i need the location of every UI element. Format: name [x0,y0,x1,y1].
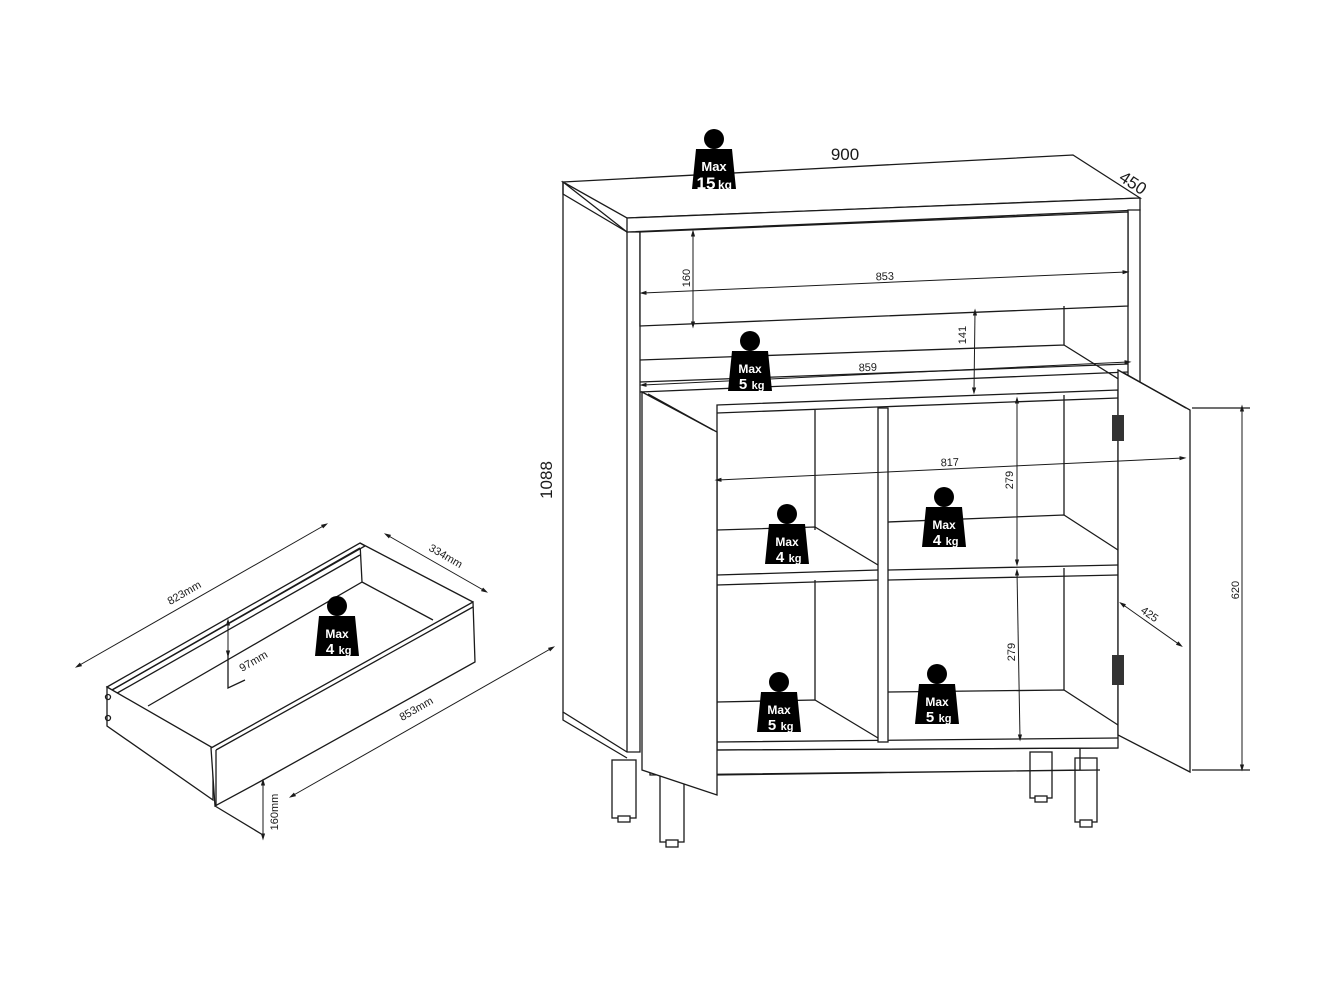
center-divider [877,407,889,743]
cabinet [560,154,1191,848]
svg-text:Max: Max [701,159,727,174]
weight-icon [728,331,772,391]
svg-text:5: 5 [926,709,934,726]
dim-drawer-height: 160 [681,269,693,287]
svg-text:kg: kg [946,536,959,548]
svg-text:4: 4 [933,532,942,549]
svg-text:kg: kg [789,553,802,565]
dim-drawer-front-height: 160mm [269,794,281,831]
weight-badge-upper-right: Max 4 kg [922,487,966,549]
svg-text:Max: Max [767,703,791,717]
right-door [1117,368,1191,774]
left-side-panel [562,180,641,753]
weight-badge-lower-left: Max 5 kg [757,672,801,734]
dim-drawer-width: 853 [875,271,894,284]
svg-text:4: 4 [776,549,785,566]
svg-text:Max: Max [325,627,349,641]
svg-text:15: 15 [697,174,716,193]
svg-text:Max: Max [925,695,949,709]
weight-badge-upper-left: Max 4 kg [765,504,809,566]
drawer-side-panel [106,685,214,802]
dim-lower-compartment-height: 279 [1006,643,1018,661]
svg-text:kg: kg [339,645,352,657]
svg-text:Max: Max [775,535,799,549]
drawer-front [639,211,1129,327]
dim-upper-compartment-height: 279 [1004,471,1016,489]
svg-text:5: 5 [768,717,776,734]
dim-niche-height: 141 [957,326,969,344]
dim-interior-width: 817 [940,457,959,470]
left-door [641,390,718,796]
svg-text:kg: kg [781,721,794,733]
weight-badge-lower-right: Max 5 kg [915,664,959,726]
svg-text:4: 4 [326,641,335,658]
dim-door-height: 620 [1230,581,1242,599]
hinge-icon [1112,415,1124,685]
dim-width: 900 [831,145,859,164]
weight-badge-drawer: Max 4 kg [315,596,359,658]
dim-niche-width: 859 [858,362,877,375]
weight-badge-niche: Max 5 kg [728,331,772,393]
svg-text:Max: Max [932,518,956,532]
svg-text:Max: Max [738,362,762,376]
dim-drawer-inner-length: 823mm [166,579,204,608]
svg-text:kg: kg [718,178,732,192]
dim-drawer-inner-height: 97mm [238,649,270,675]
dim-drawer-inner-depth: 334mm [427,542,465,571]
drawer [104,542,476,836]
dim-height: 1088 [537,461,556,499]
cabinet-legs [611,742,1101,848]
weight-badge-top: Max 15 kg [692,129,736,193]
cabinet-dimensions: 900 450 1088 853 160 141 859 817 279 279… [537,145,1250,772]
svg-text:kg: kg [939,713,952,725]
svg-text:5: 5 [739,376,747,393]
svg-text:kg: kg [752,380,765,392]
